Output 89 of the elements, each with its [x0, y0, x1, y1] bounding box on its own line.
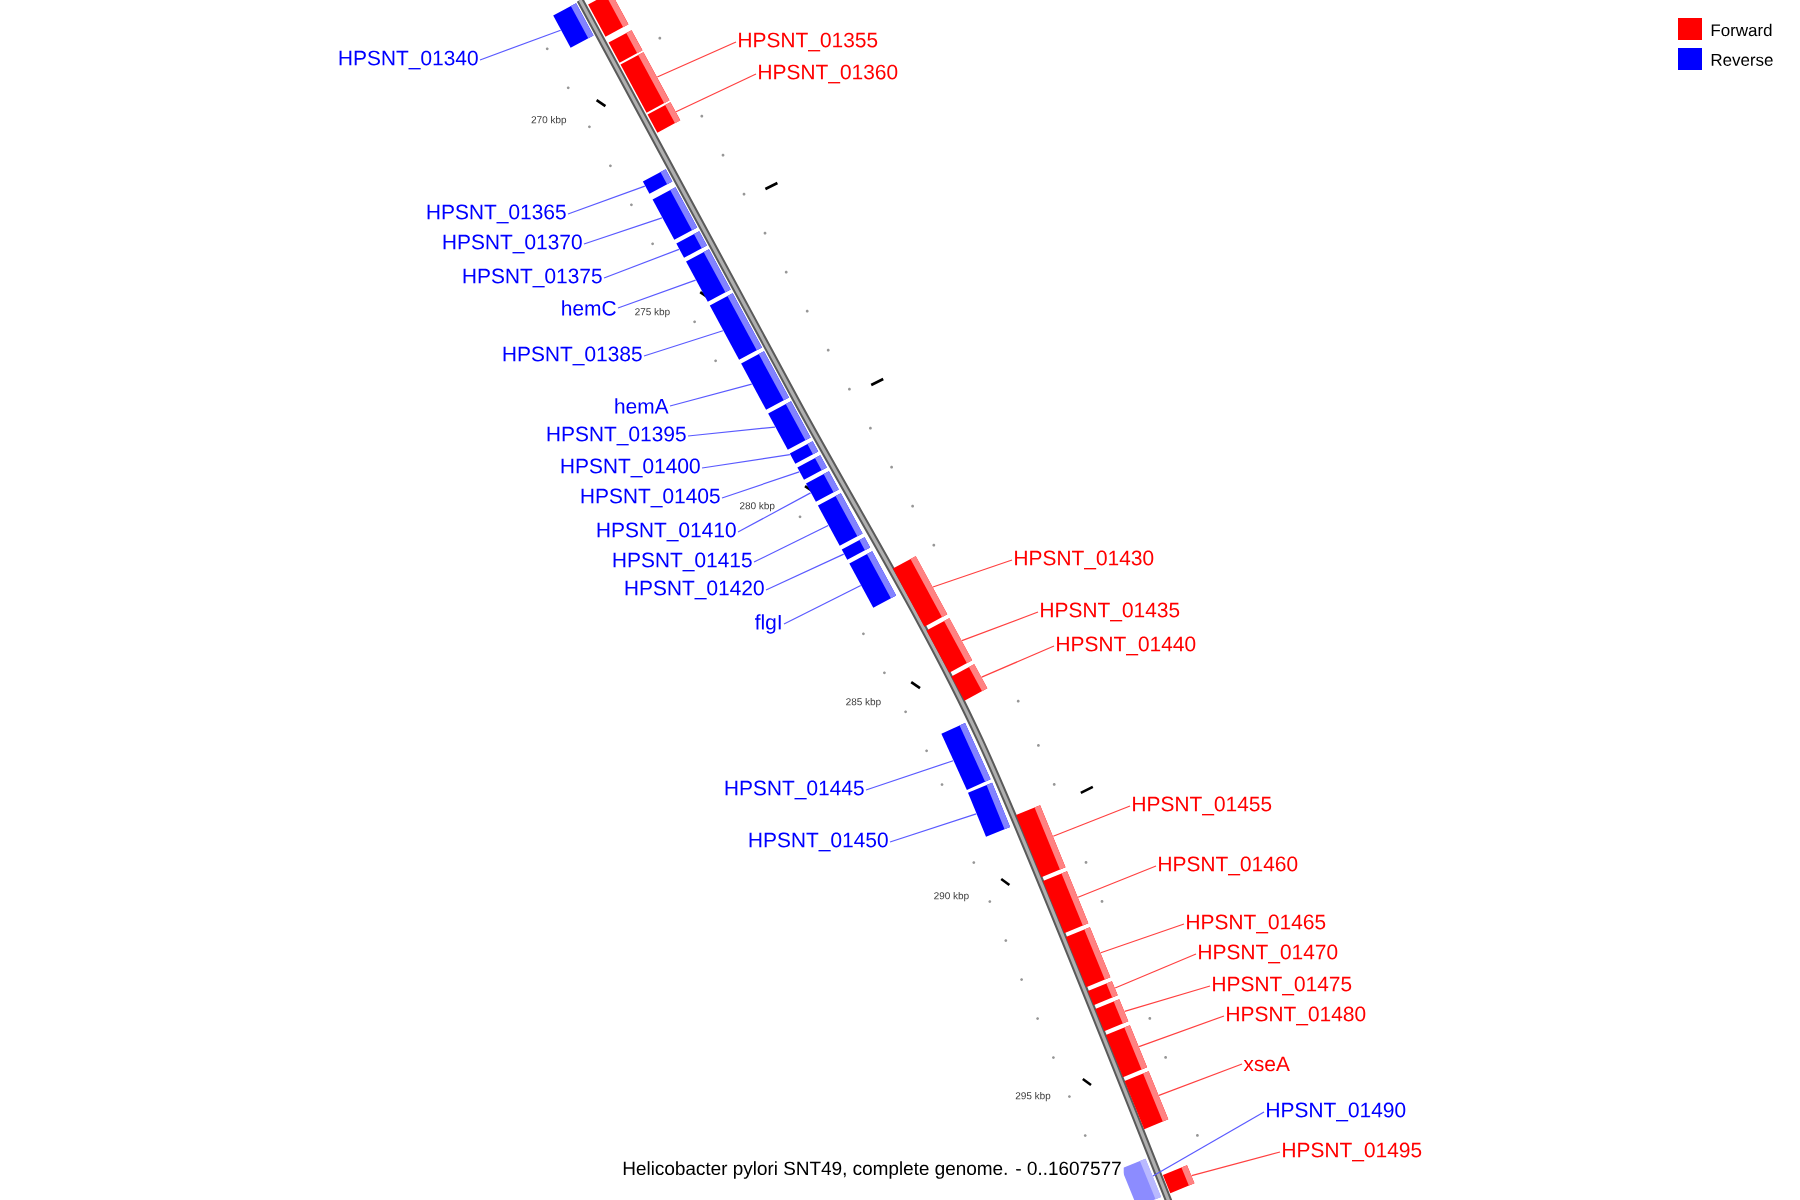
- leader-line: [1152, 1111, 1265, 1177]
- leader-line: [567, 185, 646, 215]
- leader-line: [687, 426, 776, 437]
- leader-line: [865, 760, 954, 791]
- caption: Helicobacter pylori SNT49, complete genome. - 0..1607577: [620, 1159, 1124, 1181]
- leader-line: [981, 645, 1055, 678]
- gene-label: HPSNT_01385: [503, 346, 642, 366]
- gene-label: HPSNT_01470: [1199, 944, 1338, 964]
- gene-block: [647, 102, 681, 133]
- leader-line: [932, 559, 1013, 588]
- gene-block: [620, 52, 670, 113]
- leader-line: [753, 524, 829, 563]
- leader-line: [701, 454, 791, 469]
- gene-label: HPSNT_01410: [597, 522, 736, 542]
- gene-label: HPSNT_01490: [1267, 1102, 1406, 1122]
- legend-label: Reverse: [1711, 54, 1773, 66]
- gene-block: [941, 722, 991, 790]
- leader-line: [783, 584, 862, 625]
- gene-label: HPSNT_01375: [463, 268, 602, 288]
- gene-block: [741, 351, 789, 410]
- gene-block: [968, 782, 1011, 837]
- gene-label: HPSNT_01420: [625, 580, 764, 600]
- gene-label: HPSNT_01360: [759, 64, 898, 84]
- gene-block: [892, 556, 948, 627]
- leader-line: [603, 248, 680, 279]
- gene-block: [709, 293, 762, 360]
- gene-block: [1042, 871, 1089, 934]
- leader-line: [1191, 1151, 1281, 1177]
- gene-label: HPSNT_01400: [561, 458, 700, 478]
- leader-line: [479, 29, 562, 61]
- leader-line: [583, 217, 663, 245]
- leader-line: [617, 279, 697, 309]
- gene-block: [1162, 1165, 1195, 1194]
- leader-line: [1077, 865, 1157, 898]
- gene-label: HPSNT_01355: [739, 32, 878, 52]
- gene-block: [1095, 999, 1129, 1032]
- gene-block: [951, 664, 988, 701]
- gene-label: HPSNT_01460: [1159, 856, 1298, 876]
- gene-label: HPSNT_01455: [1133, 796, 1272, 816]
- leader-line: [643, 330, 724, 357]
- gene-label: HPSNT_01450: [749, 832, 888, 852]
- leader-line: [675, 73, 757, 113]
- gene-label: hemC: [562, 300, 616, 316]
- gene-label: HPSNT_01480: [1227, 1006, 1366, 1026]
- leader-line: [669, 383, 753, 407]
- gene-label: HPSNT_01495: [1283, 1142, 1422, 1162]
- gene-label: HPSNT_01340: [339, 50, 478, 70]
- gene-label: HPSNT_01415: [613, 552, 752, 572]
- gene-block: [806, 471, 839, 502]
- gene-label: HPSNT_01445: [725, 780, 864, 800]
- gene-block: [676, 231, 707, 258]
- gene-block: [797, 455, 827, 480]
- gene-label: HPSNT_01395: [547, 426, 686, 446]
- gene-label: HPSNT_01465: [1187, 914, 1326, 934]
- gene-block: [588, 0, 629, 37]
- leader-line: [1158, 1063, 1243, 1097]
- gene-block: [652, 187, 698, 240]
- gene-block: [849, 551, 897, 608]
- leader-line: [1052, 805, 1131, 837]
- leader-line: [765, 553, 845, 591]
- leader-line: [1100, 923, 1185, 954]
- leader-line: [737, 492, 812, 533]
- gene-block: [1016, 805, 1066, 878]
- gene-label: flgI: [755, 614, 781, 634]
- leader-line: [961, 611, 1039, 642]
- gene-label: xseA: [1243, 1056, 1290, 1072]
- gene-block: [926, 618, 973, 673]
- gene-label: HPSNT_01405: [581, 488, 720, 508]
- leader-line: [889, 813, 977, 843]
- gene-block: [1121, 1158, 1162, 1200]
- gene-label: HPSNT_01430: [1015, 550, 1154, 570]
- leader-line: [656, 41, 737, 78]
- leader-line: [1124, 985, 1211, 1012]
- legend-label: Forward: [1711, 23, 1772, 37]
- gene-label: HPSNT_01365: [427, 204, 566, 224]
- gene-block: [553, 3, 594, 48]
- gene-label: hemA: [615, 398, 669, 414]
- leader-line: [1138, 1015, 1225, 1048]
- gene-label: HPSNT_01435: [1041, 602, 1180, 622]
- leader-line: [1114, 953, 1197, 989]
- gene-label: HPSNT_01475: [1213, 976, 1352, 996]
- gene-block: [642, 169, 673, 194]
- gene-block: [1087, 981, 1118, 1006]
- gene-block: [686, 249, 731, 302]
- gene-label: HPSNT_01370: [443, 234, 582, 254]
- gene-label: HPSNT_01440: [1057, 636, 1196, 656]
- gene-block: [1124, 1071, 1169, 1130]
- gene-block: [817, 493, 863, 546]
- leader-line: [721, 471, 800, 499]
